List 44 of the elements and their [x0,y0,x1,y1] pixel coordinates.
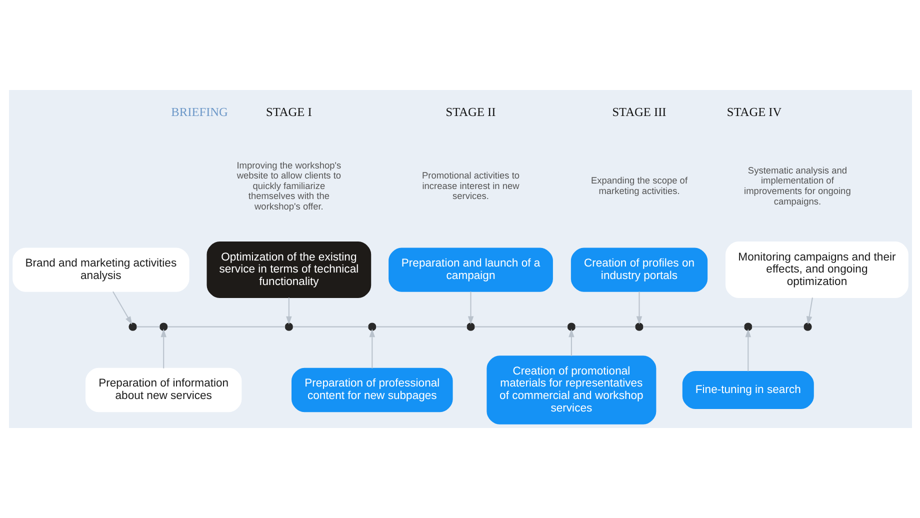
arrow [806,298,812,325]
node-box: Optimization of the existing service in terms of technical functionality [206,242,371,298]
node-box: Creation of profiles on industry portals [570,248,708,292]
label: Expanding the scope of marketing activities. [590,176,688,196]
connector [376,326,467,328]
node-circle [368,322,376,331]
arrow [568,328,574,356]
label: STAGE II [445,104,496,119]
node-circle [284,322,293,331]
connector [136,326,160,328]
node-circle [803,322,812,331]
label: Improving the workshop's website to allow clients to quickly familiarize themselves with the workshop's offer. [236,160,341,212]
label: STAGE III [612,104,666,119]
arrow [112,291,132,325]
connector [642,326,744,328]
label: STAGE I [266,104,312,119]
node-box: Preparation of information about new services [85,368,242,412]
arrow [636,292,642,325]
label: Systematic analysis and implementation of improvements for ongoing campaigns. [744,165,850,206]
label: BRIEFING [170,104,228,119]
node-circle [566,322,576,331]
node-circle [744,322,752,331]
arrow [368,328,375,368]
connector [292,326,368,328]
connector [751,326,804,328]
node-box: Brand and marketing activities analysis [12,248,189,292]
label: Promotional activities to increase interest in new services. [422,170,520,202]
node-box: Preparation of professional content for new subpages [291,368,452,412]
node-box: Preparation and launch of a campaign [388,248,552,292]
arrow [744,328,751,372]
node-circle [634,322,643,331]
node-box: Creation of promotional materials for representatives of commercial and workshop services [486,356,656,424]
connector [574,326,635,328]
arrow [467,292,474,325]
node-box: Fine-tuning in search [682,370,814,409]
arrow [286,298,292,325]
node-circle [466,322,474,331]
label: STAGE IV [726,104,782,119]
node-circle [128,322,136,331]
connector [474,326,568,328]
node-box: Monitoring campaigns and their effects, and ongoing optimization [725,242,908,298]
connector [167,326,285,328]
node-circle [159,322,168,331]
arrow [160,328,166,368]
